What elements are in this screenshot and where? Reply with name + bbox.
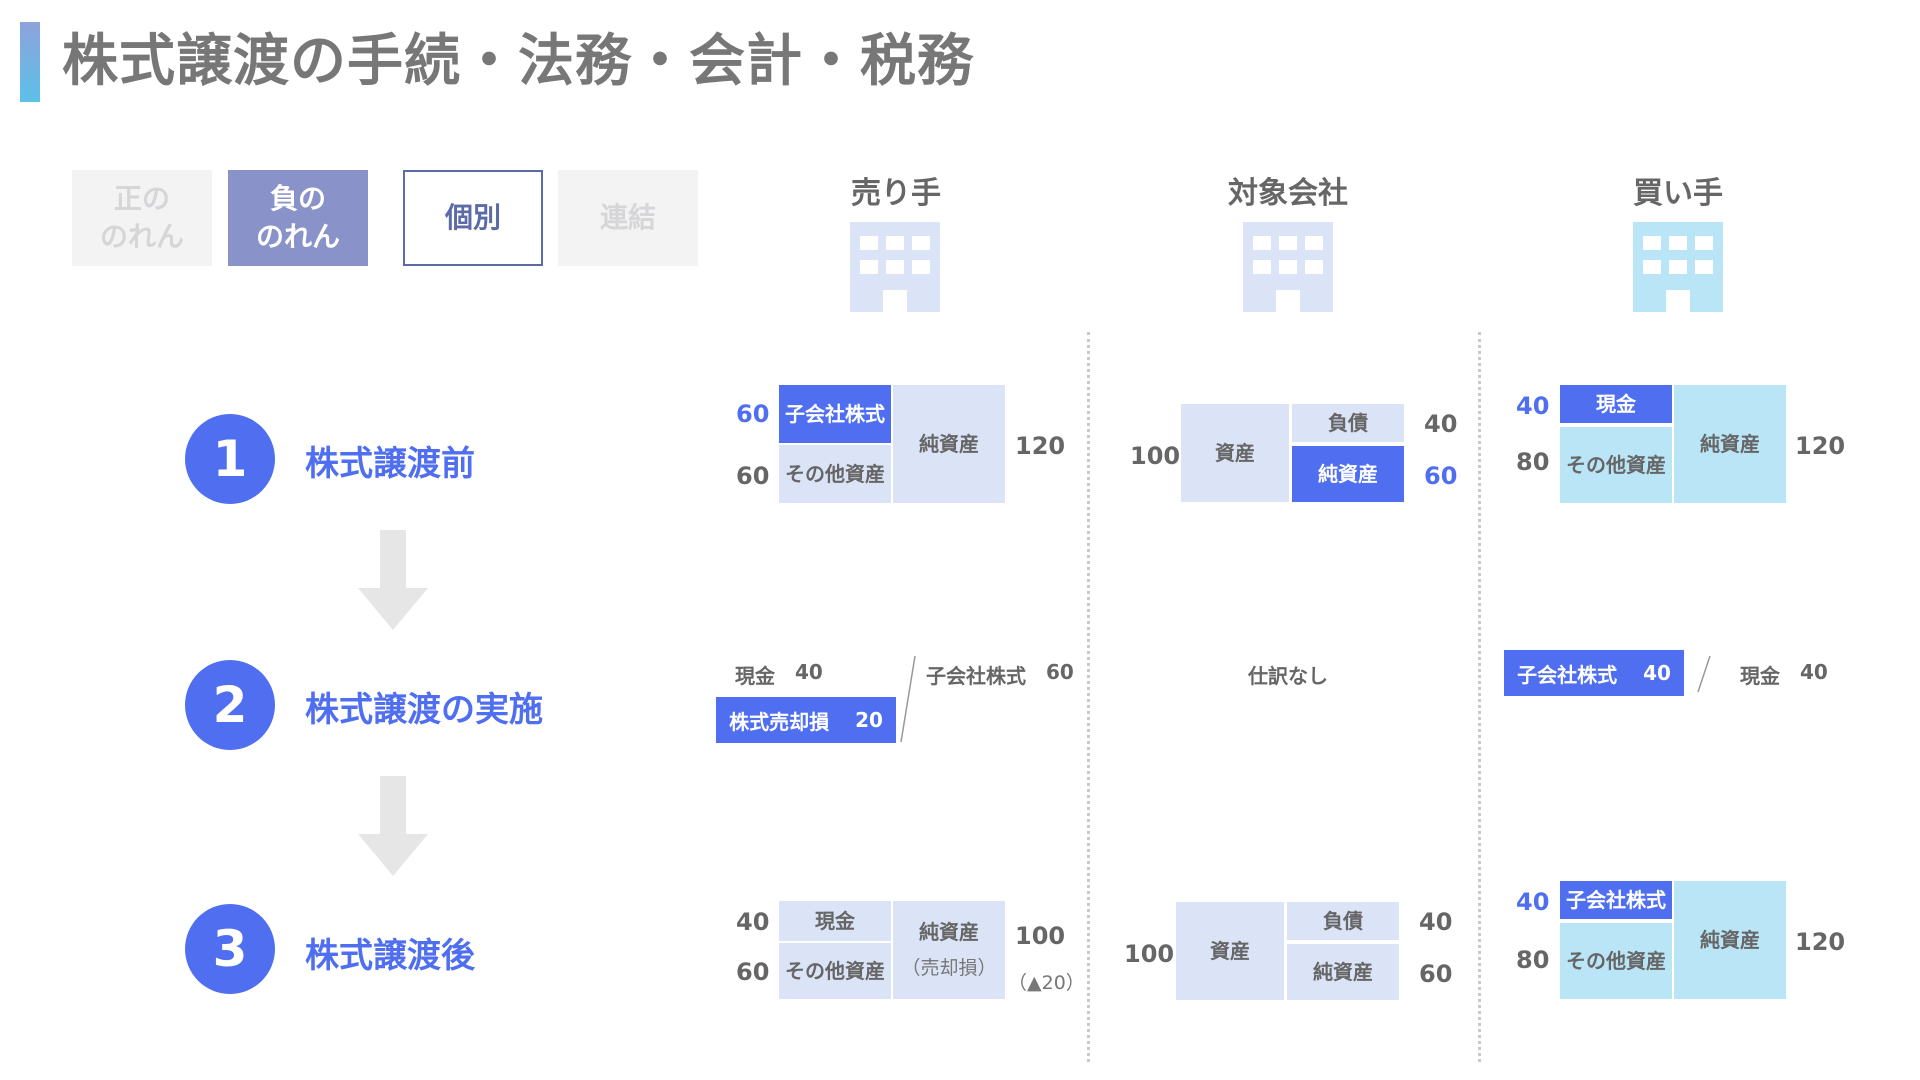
column-header-target: 対象会社 <box>1228 176 1348 211</box>
building-icon <box>1633 222 1723 312</box>
value-label: 80 <box>1516 946 1550 974</box>
value-label: 60 <box>736 958 770 986</box>
net-assets-box: 純資産 <box>1292 446 1404 502</box>
step-number-badge: 3 <box>185 904 275 994</box>
net-assets-label: 純資産 <box>919 920 979 944</box>
column-divider <box>1478 332 1481 1062</box>
other-assets-box: その他資産 <box>779 445 891 503</box>
liabilities-box: 負債 <box>1292 404 1404 442</box>
step-label: 株式譲渡前 <box>305 444 475 484</box>
value-label: 40 <box>1419 908 1453 936</box>
toggle-negative-goodwill-button[interactable]: 負の のれん <box>228 170 368 266</box>
journal-divider-slash <box>900 655 916 743</box>
value-label: 120 <box>1795 928 1846 956</box>
debit-amount-label: 40 <box>795 660 823 684</box>
value-label: 40 <box>1424 410 1458 438</box>
other-assets-box: その他資産 <box>1560 923 1672 999</box>
credit-account-label: 子会社株式 <box>926 664 1026 688</box>
column-header-buyer: 買い手 <box>1633 176 1723 211</box>
net-assets-box: 純資産 <box>893 385 1005 503</box>
arrow-down-icon <box>358 776 428 876</box>
credit-account-label: 現金 <box>1740 664 1780 688</box>
value-label: 60 <box>1424 462 1458 490</box>
step-label: 株式譲渡の実施 <box>305 690 543 730</box>
loss-value-label: （▲20） <box>1008 972 1085 994</box>
cash-box: 現金 <box>779 901 891 941</box>
net-assets-box: 純資産 <box>1674 881 1786 999</box>
building-icon <box>1243 222 1333 312</box>
toggle-positive-goodwill-button[interactable]: 正の のれん <box>72 170 212 266</box>
subsidiary-shares-box: 子会社株式 <box>779 385 891 443</box>
value-label: 60 <box>1419 960 1453 988</box>
subsidiary-shares-box: 子会社株式 <box>1560 881 1672 919</box>
net-assets-box: 純資産 （売却損） <box>893 901 1005 999</box>
cash-box: 現金 <box>1560 385 1672 423</box>
value-label: 60 <box>736 462 770 490</box>
value-label: 100 <box>1015 922 1066 950</box>
column-divider <box>1087 332 1090 1062</box>
other-assets-box: その他資産 <box>1560 427 1672 503</box>
assets-box: 資産 <box>1176 902 1284 1000</box>
value-label: 40 <box>1516 888 1550 916</box>
value-label: 100 <box>1124 940 1175 968</box>
value-label: 80 <box>1516 448 1550 476</box>
value-label: 60 <box>736 400 770 428</box>
subsidiary-shares-bar: 子会社株式 40 <box>1504 650 1684 696</box>
step-number-badge: 2 <box>185 660 275 750</box>
page-title: 株式譲渡の手続・法務・会計・税務 <box>62 29 974 94</box>
loss-on-sale-bar: 株式売却損 20 <box>716 697 896 743</box>
toggle-individual-button[interactable]: 個別 <box>403 170 543 266</box>
debit-account-label: 子会社株式 <box>1517 662 1618 687</box>
net-assets-box: 純資産 <box>1287 944 1399 1000</box>
net-assets-box: 純資産 <box>1674 385 1786 503</box>
no-entry-label: 仕訳なし <box>1248 664 1328 688</box>
toggle-consolidated-button[interactable]: 連結 <box>558 170 698 266</box>
title-accent-bar <box>20 22 40 102</box>
arrow-down-icon <box>358 530 428 630</box>
credit-amount-label: 40 <box>1800 660 1828 684</box>
value-label: 40 <box>1516 392 1550 420</box>
step-label: 株式譲渡後 <box>305 936 475 976</box>
assets-box: 資産 <box>1181 404 1289 502</box>
value-label: 120 <box>1015 432 1066 460</box>
other-assets-box: その他資産 <box>779 943 891 999</box>
liabilities-box: 負債 <box>1287 902 1399 940</box>
value-label: 40 <box>736 908 770 936</box>
column-header-seller: 売り手 <box>851 176 941 211</box>
loss-on-sale-sublabel: （売却損） <box>901 957 997 979</box>
value-label: 100 <box>1130 442 1181 470</box>
debit-account-label: 株式売却損 <box>729 709 830 734</box>
journal-divider-slash <box>1697 655 1711 693</box>
debit-account-label: 現金 <box>735 664 775 688</box>
credit-amount-label: 60 <box>1046 660 1074 684</box>
building-icon <box>850 222 940 312</box>
debit-amount-label: 40 <box>1643 661 1671 685</box>
value-label: 120 <box>1795 432 1846 460</box>
step-number-badge: 1 <box>185 414 275 504</box>
debit-amount-label: 20 <box>855 708 883 732</box>
